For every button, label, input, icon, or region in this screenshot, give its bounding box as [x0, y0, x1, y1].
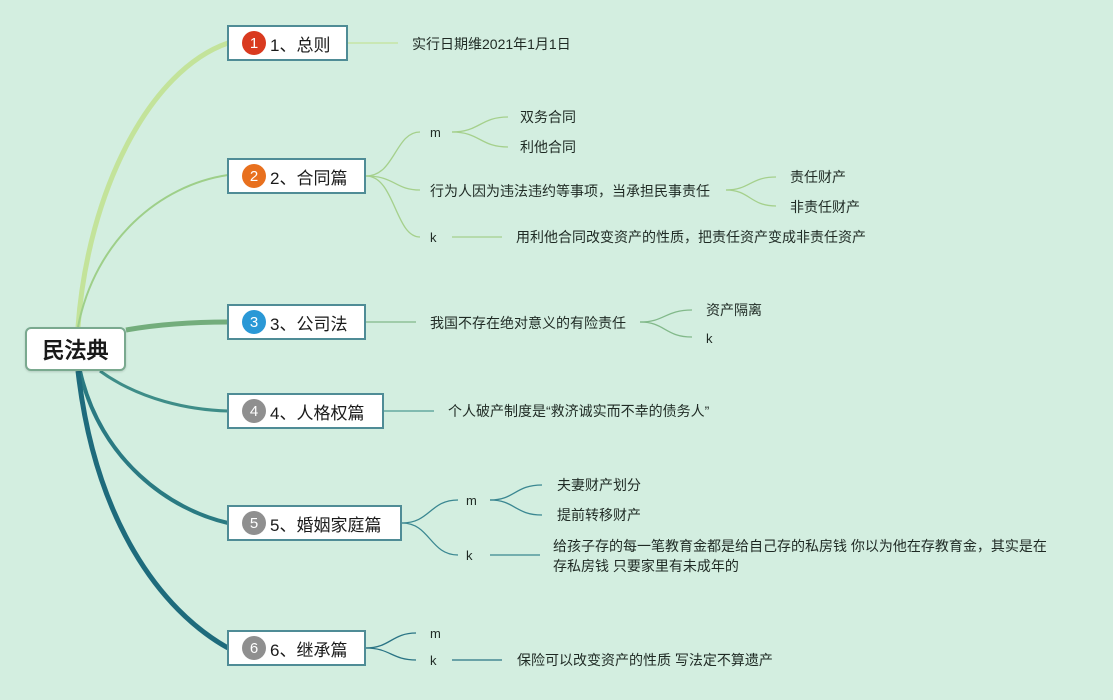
topic-bilateral-contract[interactable]: 双务合同: [520, 109, 576, 125]
topic-insurance-inheritance[interactable]: 保险可以改变资产的性质 写法定不算遗产: [517, 652, 773, 668]
branch-node-1[interactable]: 1 1、总则: [227, 25, 348, 61]
branch-label-1: 1、总则: [270, 35, 331, 55]
number-badge-5: 5: [242, 511, 266, 535]
topic-company-k[interactable]: k: [706, 331, 713, 346]
branch-label-3: 3、公司法: [270, 314, 348, 334]
number-badge-3: 3: [242, 310, 266, 334]
number-badge-6: 6: [242, 636, 266, 660]
number-badge-1: 1: [242, 31, 266, 55]
branch-label-4: 4、人格权篇: [270, 403, 365, 423]
branch-node-5[interactable]: 5 5、婚姻家庭篇: [227, 505, 402, 541]
topic-family-m[interactable]: m: [466, 493, 477, 508]
topic-limited-liability[interactable]: 我国不存在绝对意义的有险责任: [430, 315, 626, 331]
topic-liability-assets[interactable]: 责任财产: [790, 169, 846, 185]
topic-asset-isolation[interactable]: 资产隔离: [706, 302, 762, 318]
branch-node-4[interactable]: 4 4、人格权篇: [227, 393, 384, 429]
branch-label-2: 2、合同篇: [270, 168, 348, 188]
number-badge-2: 2: [242, 164, 266, 188]
topic-non-liability-assets[interactable]: 非责任财产: [790, 199, 860, 215]
root-node[interactable]: 民法典: [25, 327, 126, 371]
topic-marital-property[interactable]: 夫妻财产划分: [557, 477, 641, 493]
topic-civil-liability[interactable]: 行为人因为违法违约等事项，当承担民事责任: [430, 183, 710, 199]
branch-node-6[interactable]: 6 6、继承篇: [227, 630, 366, 666]
topic-effective-date[interactable]: 实行日期维2021年1月1日: [412, 36, 571, 52]
topic-personal-bankruptcy[interactable]: 个人破产制度是“救济诚实而不幸的债务人”: [448, 403, 710, 419]
topic-contract-k[interactable]: k: [430, 230, 437, 245]
topic-transfer-property[interactable]: 提前转移财产: [557, 507, 641, 523]
topic-contract-m[interactable]: m: [430, 125, 441, 140]
topic-inherit-k[interactable]: k: [430, 653, 437, 668]
topic-third-party-contract[interactable]: 利他合同: [520, 139, 576, 155]
topic-asset-conversion[interactable]: 用利他合同改变资产的性质，把责任资产变成非责任资产: [516, 229, 866, 245]
branch-label-5: 5、婚姻家庭篇: [270, 515, 382, 535]
topic-education-fund[interactable]: 给孩子存的每一笔教育金都是给自己存的私房钱 你以为他在存教育金，其实是在存私房钱…: [553, 538, 1047, 574]
branch-node-3[interactable]: 3 3、公司法: [227, 304, 366, 340]
topic-family-k[interactable]: k: [466, 548, 473, 563]
branch-node-2[interactable]: 2 2、合同篇: [227, 158, 366, 194]
number-badge-4: 4: [242, 399, 266, 423]
root-label: 民法典: [42, 338, 109, 363]
topic-inherit-m[interactable]: m: [430, 626, 441, 641]
branch-label-6: 6、继承篇: [270, 640, 348, 660]
